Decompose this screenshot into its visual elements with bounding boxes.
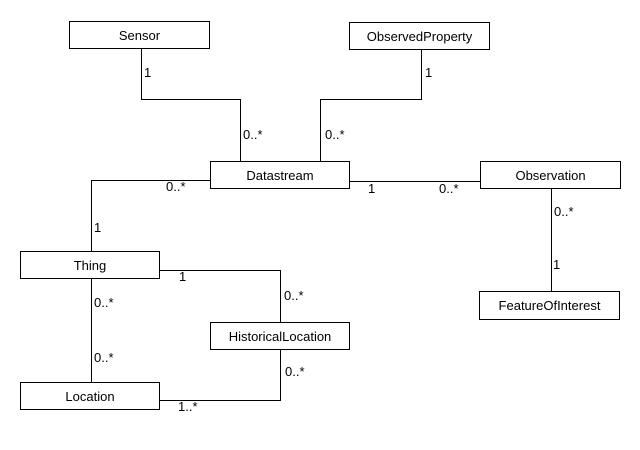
entity-box-datastream: Datastream [210,161,350,189]
connector-observedproperty-datastream-seg2 [320,99,422,100]
multiplicity-historicallocation-end-of-thing: 0..* [284,288,304,303]
multiplicity-observation-end-of-featureofinterest: 0..* [554,204,574,219]
multiplicity-observedproperty-end: 1 [425,65,433,80]
connector-sensor-datastream-seg2 [141,99,241,100]
connector-observation-featureofinterest [551,189,552,291]
multiplicity-location-end-of-historicallocation: 1..* [178,399,198,414]
connector-sensor-datastream-seg3 [240,99,241,161]
entity-box-observation: Observation [480,161,621,189]
entity-box-sensor: Sensor [69,21,210,49]
connector-thing-datastream-seg2 [91,180,92,251]
multiplicity-thing-end-of-historicallocation: 1 [179,269,187,284]
connector-datastream-observation [350,181,480,182]
entity-box-observed-property: ObservedProperty [349,22,490,50]
multiplicity-historicallocation-end-of-location: 0..* [285,364,305,379]
connector-observedproperty-datastream-seg1 [421,50,422,100]
multiplicity-datastream-end-of-thing: 0..* [166,179,186,194]
multiplicity-thing-end-of-location: 0..* [94,295,114,310]
connector-historicallocation-location-seg1 [280,349,281,401]
connector-observedproperty-datastream-seg3 [320,99,321,161]
entity-box-historical-location: HistoricalLocation [210,322,350,350]
multiplicity-location-end-of-thing: 0..* [94,350,114,365]
connector-thing-historicallocation-seg1 [160,270,281,271]
connector-historicallocation-location-seg2 [160,400,281,401]
multiplicity-observation-end-of-datastream: 0..* [439,181,459,196]
multiplicity-thing-end-of-datastream: 1 [94,220,102,235]
connector-thing-historicallocation-seg2 [280,270,281,322]
connector-thing-location [91,278,92,382]
entity-box-thing: Thing [20,251,160,279]
multiplicity-sensor-end: 1 [144,65,152,80]
multiplicity-datastream-end-of-sensor: 0..* [243,127,263,142]
multiplicity-datastream-end-of-observation: 1 [368,181,376,196]
connector-thing-datastream-seg1 [91,180,210,181]
connector-sensor-datastream-seg1 [141,49,142,100]
multiplicity-featureofinterest-end: 1 [553,257,561,272]
multiplicity-datastream-end-of-observedproperty: 0..* [325,127,345,142]
entity-box-feature-of-interest: FeatureOfInterest [479,291,620,320]
entity-box-location: Location [20,382,160,410]
